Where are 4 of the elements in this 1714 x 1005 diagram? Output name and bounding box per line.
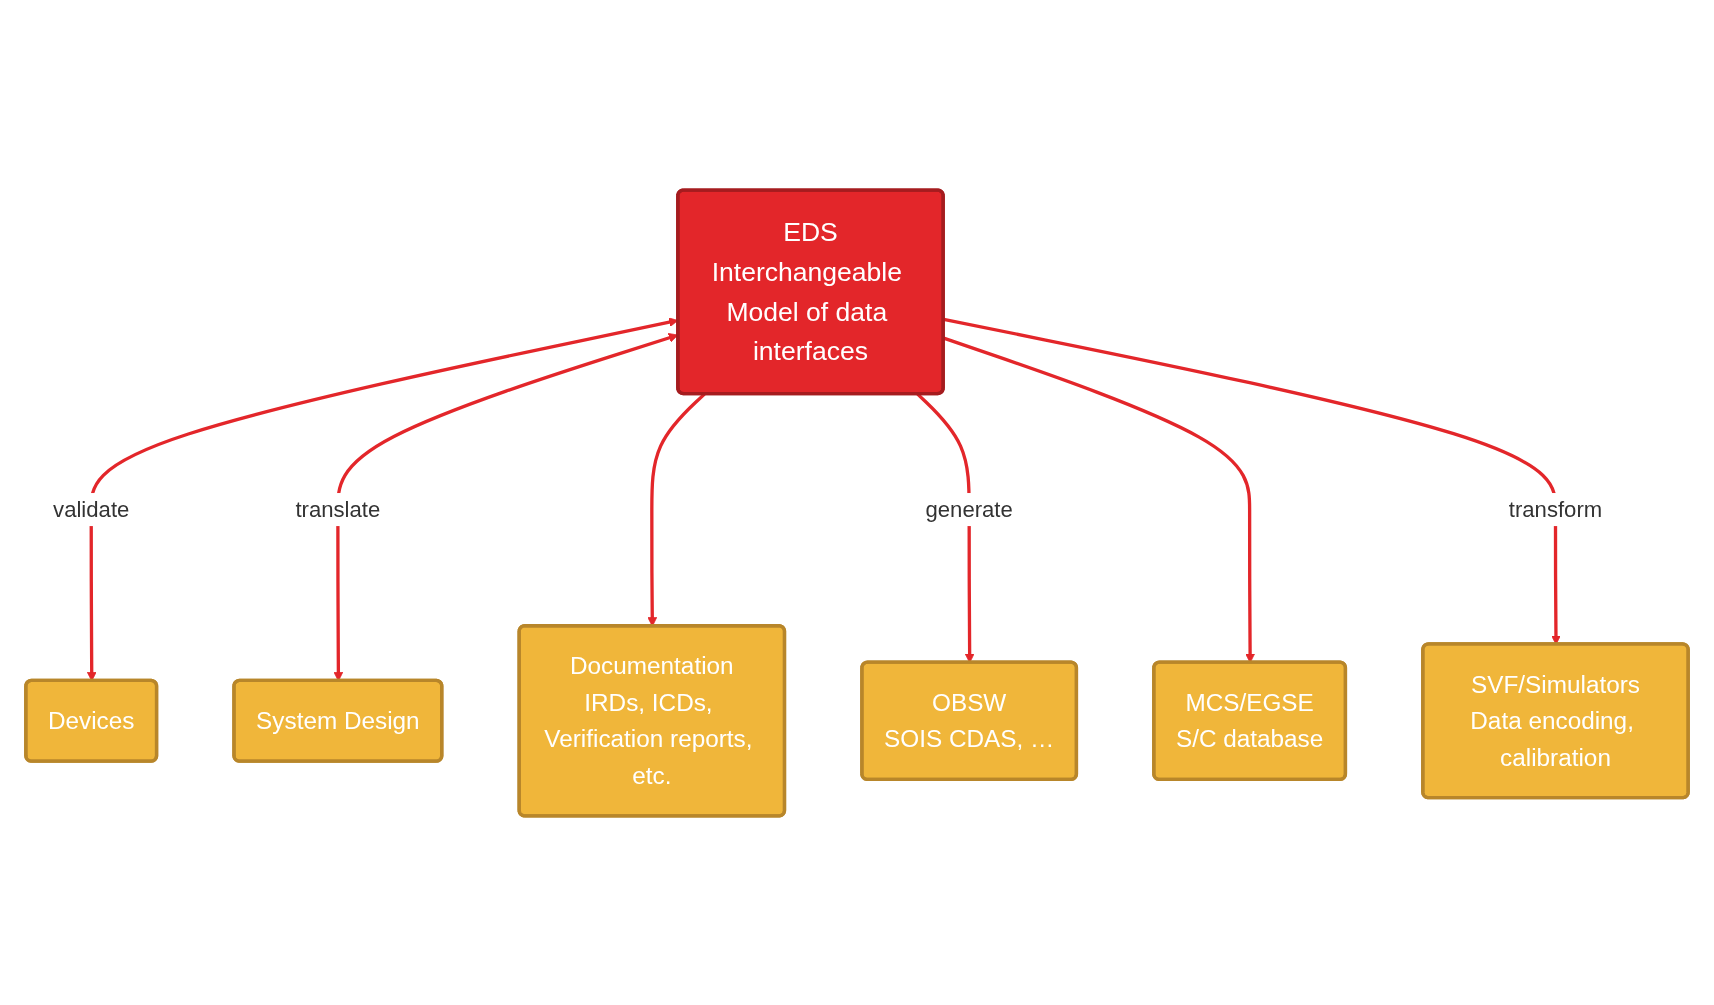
edge-label: transform [1508, 496, 1603, 522]
edge-label: translate [295, 496, 381, 522]
edge-label: generate [925, 496, 1013, 522]
edge-label: validate [53, 496, 130, 522]
